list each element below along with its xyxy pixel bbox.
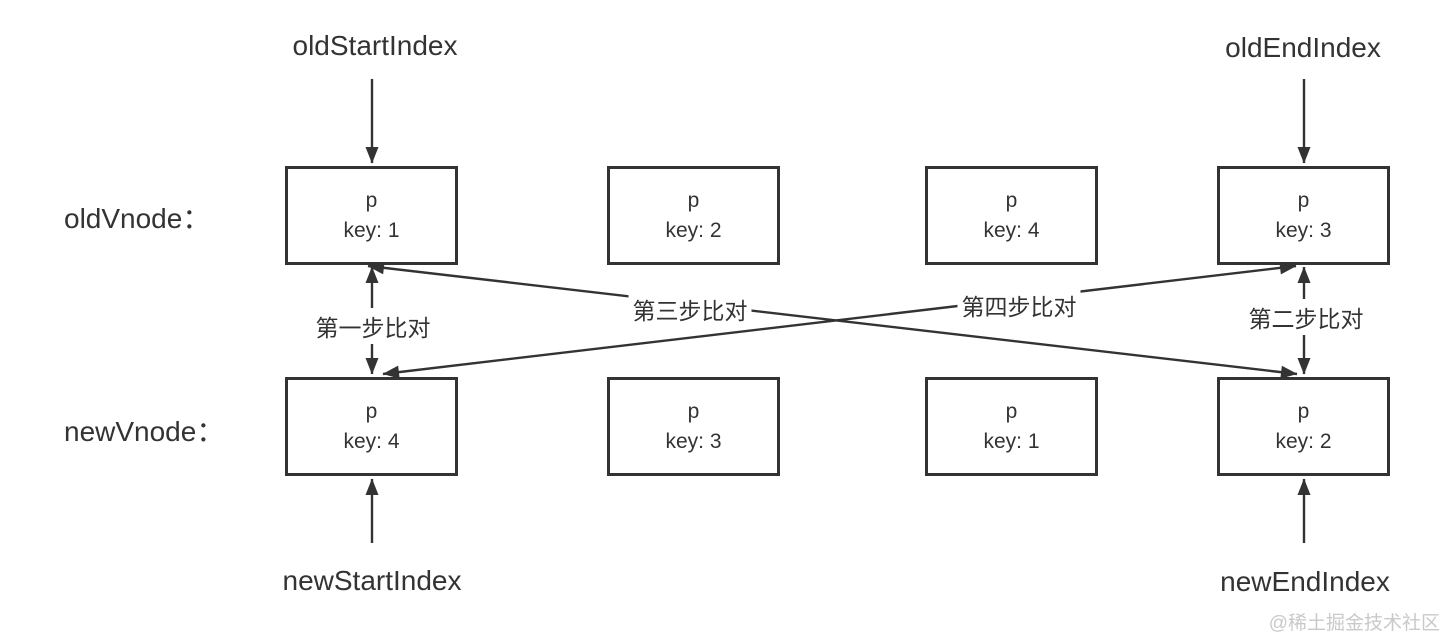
vnode-key: key: 3 <box>665 429 722 453</box>
new-vnode-box-3: p key: 2 <box>1217 377 1390 476</box>
vnode-tag: p <box>687 399 700 423</box>
vnode-tag: p <box>365 399 378 423</box>
vnode-key: key: 2 <box>665 218 722 242</box>
step3-compare-label: 第三步比对 <box>628 291 752 327</box>
vnode-tag: p <box>365 188 378 212</box>
old-start-index-label: oldStartIndex <box>292 30 458 61</box>
vnode-tag: p <box>687 188 700 212</box>
vnode-tag: p <box>1005 399 1018 423</box>
old-vnode-row-label: oldVnode： <box>64 203 211 234</box>
new-vnode-box-1: p key: 3 <box>607 377 780 476</box>
vnode-key: key: 4 <box>343 429 400 453</box>
old-vnode-box-0: p key: 1 <box>285 166 458 265</box>
vnode-tag: p <box>1005 188 1018 212</box>
old-vnode-box-2: p key: 4 <box>925 166 1098 265</box>
watermark-text: @稀土掘金技术社区 <box>1268 613 1440 634</box>
new-end-index-label: newEndIndex <box>1220 566 1390 597</box>
vnode-tag: p <box>1297 188 1310 212</box>
vnode-key: key: 3 <box>1275 218 1332 242</box>
old-end-index-label: oldEndIndex <box>1225 32 1381 63</box>
new-vnode-row-label: newVnode： <box>64 416 225 447</box>
step2-compare-label: 第二步比对 <box>1244 299 1368 335</box>
new-start-index-label: newStartIndex <box>282 565 462 596</box>
step4-compare-arrow <box>382 261 1297 379</box>
vnode-key: key: 1 <box>983 429 1040 453</box>
step4-compare-label: 第四步比对 <box>957 287 1081 323</box>
old-vnode-box-3: p key: 3 <box>1217 166 1390 265</box>
new-vnode-box-0: p key: 4 <box>285 377 458 476</box>
vnode-key: key: 1 <box>343 218 400 242</box>
vnode-tag: p <box>1297 399 1310 423</box>
vnode-key: key: 2 <box>1275 429 1332 453</box>
new-vnode-box-2: p key: 1 <box>925 377 1098 476</box>
step1-compare-label: 第一步比对 <box>311 308 435 344</box>
vnode-key: key: 4 <box>983 218 1040 242</box>
old-vnode-box-1: p key: 2 <box>607 166 780 265</box>
